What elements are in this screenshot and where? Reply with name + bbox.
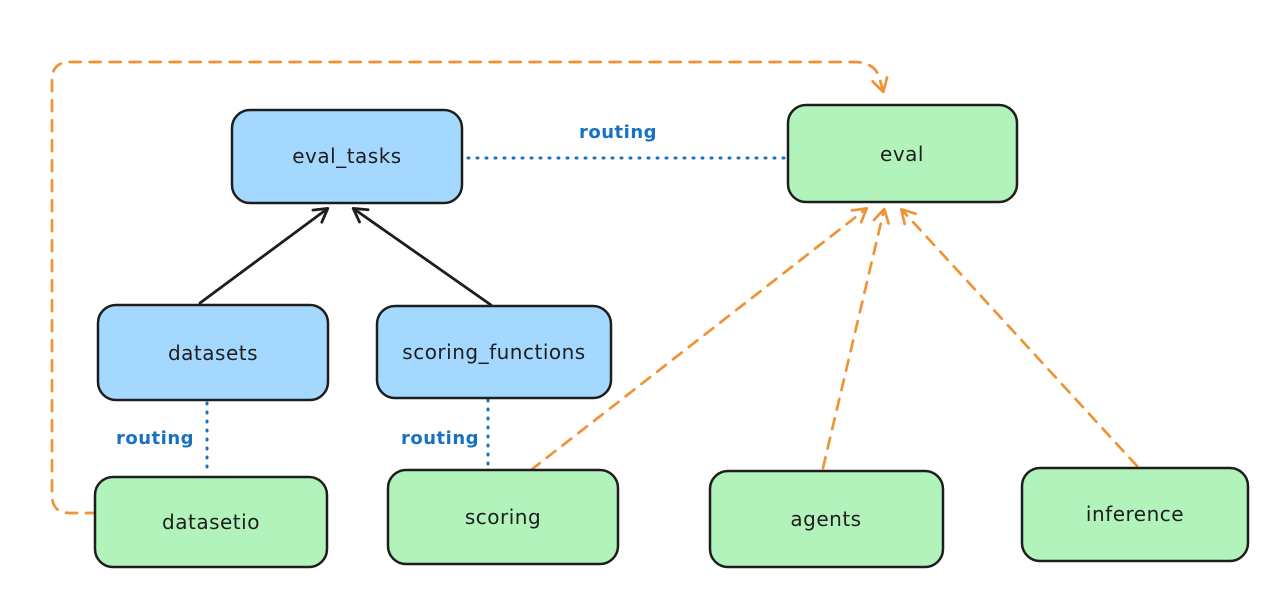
node-inference: inference: [1020, 466, 1250, 563]
node-scoring-functions: scoring_functions: [375, 304, 613, 400]
edge-agents-to-eval-dashed: [821, 207, 890, 470]
node-datasetio: datasetio: [93, 475, 329, 569]
edge-label-routing-datasets-datasetio: routing: [116, 428, 194, 449]
node-eval-tasks: eval_tasks: [230, 108, 464, 205]
node-datasetio-label: datasetio: [162, 510, 260, 534]
node-agents-shape: [708, 469, 945, 569]
node-agents: agents: [708, 469, 945, 569]
node-datasets-label: datasets: [168, 341, 258, 365]
edge-label-routing-scoring-functions-scoring: routing: [401, 428, 479, 449]
edge-label-routing-eval-tasks-eval: routing: [579, 122, 657, 143]
node-datasets: datasets: [96, 303, 330, 402]
node-inference-label: inference: [1086, 502, 1184, 526]
node-eval: eval: [786, 103, 1019, 204]
edge-scoring-to-eval-dashed: [529, 207, 869, 472]
node-datasets-shape: [96, 303, 330, 402]
node-datasetio-shape: [93, 475, 329, 569]
node-eval-label: eval: [880, 142, 924, 166]
node-eval-tasks-label: eval_tasks: [292, 144, 401, 168]
node-eval-shape: [786, 103, 1019, 204]
node-scoring-functions-shape: [375, 304, 613, 400]
edge-datasetio-to-eval-dashed: [50, 60, 889, 515]
node-scoring-shape: [386, 468, 620, 566]
node-inference-shape: [1020, 466, 1250, 563]
node-agents-label: agents: [790, 507, 861, 531]
node-scoring: scoring: [386, 468, 620, 566]
edge-scoring-functions-to-eval-tasks: [351, 207, 493, 307]
edge-datasets-to-eval-tasks: [198, 207, 330, 305]
node-scoring-functions-label: scoring_functions: [402, 340, 585, 364]
node-eval-tasks-shape: [230, 108, 464, 205]
edge-inference-to-eval-dashed: [899, 207, 1139, 468]
node-scoring-label: scoring: [465, 505, 541, 529]
